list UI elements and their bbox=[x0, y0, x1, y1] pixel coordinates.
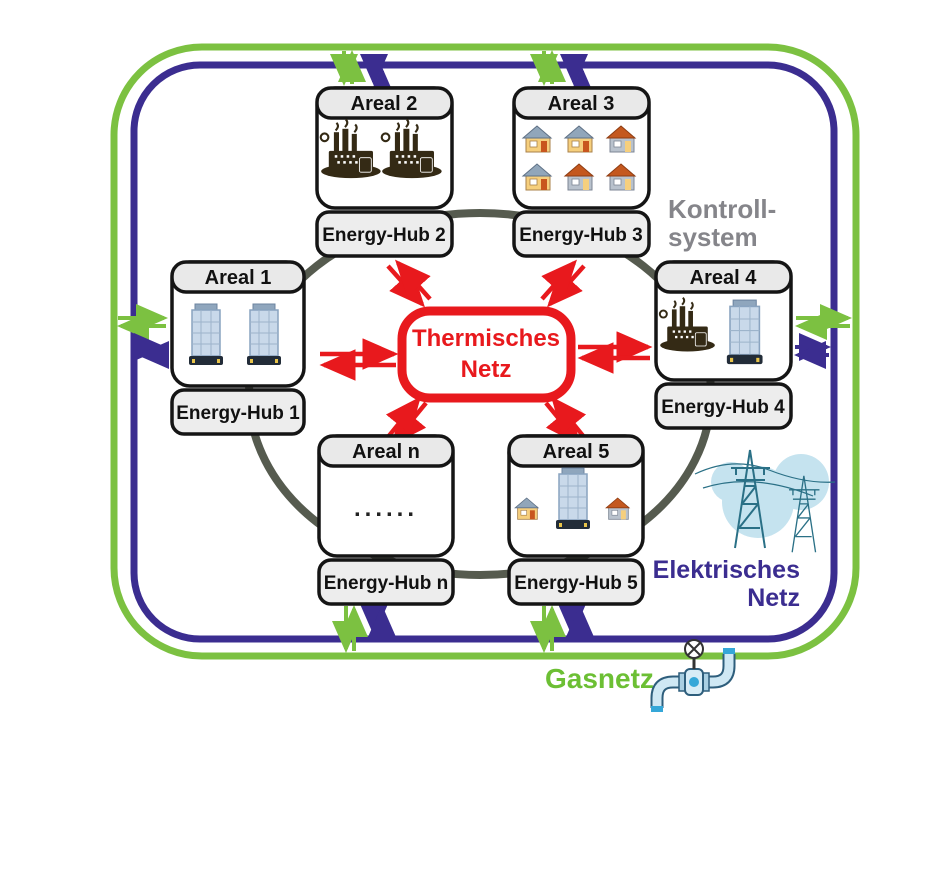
thermal-network-label-line1: Thermisches bbox=[412, 325, 560, 352]
areal-n-dots: ...... bbox=[354, 495, 418, 522]
hub-node-4: Energy-Hub 4 bbox=[654, 382, 793, 430]
svg-text:Elektrisches: Elektrisches bbox=[653, 556, 800, 584]
thermal-network-label-line2: Netz bbox=[461, 356, 512, 383]
svg-text:Netz: Netz bbox=[747, 584, 800, 612]
energy-hub-5-label: Energy-Hub 5 bbox=[514, 573, 638, 594]
areal-n-label: Areal n bbox=[352, 441, 420, 463]
kontrollsystem-label: Kontroll- system bbox=[668, 194, 776, 252]
energy-hub-3-label: Energy-Hub 3 bbox=[519, 225, 643, 246]
transmission-towers-icon bbox=[694, 449, 836, 553]
energy-hub-4-label: Energy-Hub 4 bbox=[661, 397, 785, 418]
gas-network-ring bbox=[110, 43, 860, 660]
svg-text:system: system bbox=[668, 222, 758, 252]
hub-node-2: Energy-Hub 2 bbox=[315, 210, 454, 258]
area-node-5: Areal 5 bbox=[507, 434, 645, 558]
areal-4-label: Areal 4 bbox=[690, 267, 758, 289]
areal-2-label: Areal 2 bbox=[351, 93, 418, 115]
hub-node-3: Energy-Hub 3 bbox=[512, 210, 651, 258]
energy-hub-n-label: Energy-Hub n bbox=[324, 573, 449, 594]
hub-node-n: Energy-Hub n bbox=[317, 558, 455, 606]
gasnetz-label: Gasnetz bbox=[545, 663, 654, 694]
svg-text:Kontroll-: Kontroll- bbox=[668, 194, 776, 224]
areal-5-label: Areal 5 bbox=[543, 441, 610, 463]
area-node-2: Areal 2 bbox=[315, 86, 454, 210]
energy-hub-2-label: Energy-Hub 2 bbox=[322, 225, 446, 246]
energy-hub-1-label: Energy-Hub 1 bbox=[176, 403, 300, 424]
area-node-3: Areal 3 bbox=[512, 86, 651, 210]
elektrisches-netz-label: Elektrisches Netz bbox=[653, 556, 800, 612]
hub-node-1: Energy-Hub 1 bbox=[170, 388, 306, 436]
hub-node-5: Energy-Hub 5 bbox=[507, 558, 645, 606]
areal-3-label: Areal 3 bbox=[548, 93, 615, 115]
area-node-1: Areal 1 bbox=[170, 260, 306, 388]
thermal-network-node: Thermisches Netz bbox=[397, 306, 576, 403]
area-node-4: Areal 4 bbox=[654, 260, 793, 382]
ring-connectors bbox=[117, 50, 852, 653]
gas-pipe-valve-icon bbox=[650, 639, 736, 712]
areal-1-label: Areal 1 bbox=[205, 267, 272, 289]
area-node-n: Areal n ...... bbox=[317, 434, 455, 558]
